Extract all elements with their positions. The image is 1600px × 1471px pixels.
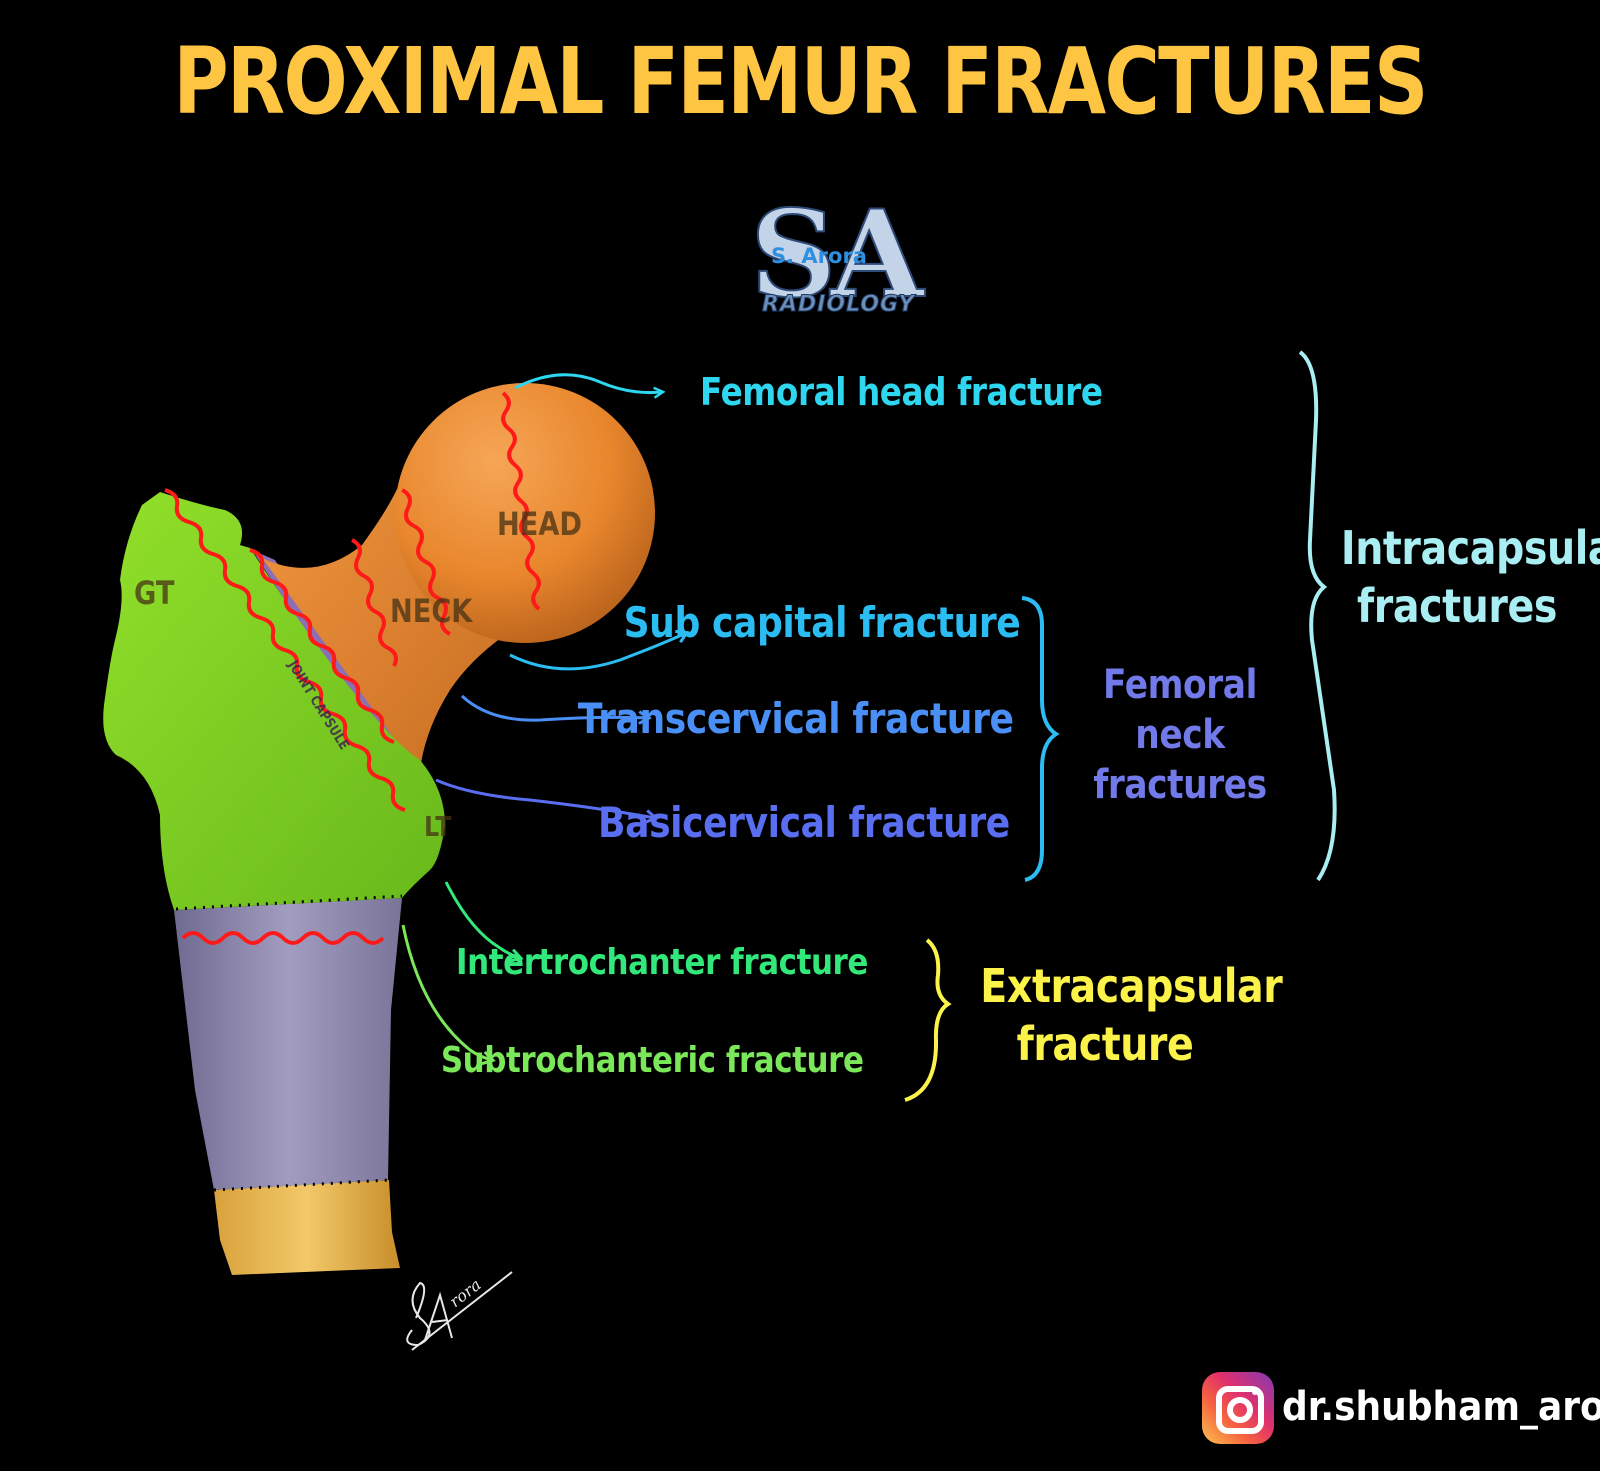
- subtrochanteric-fracture-line: [181, 931, 385, 945]
- head-label: HEAD: [497, 505, 582, 543]
- gt-label: GT: [134, 574, 175, 612]
- instagram-handle[interactable]: dr.shubham_arora: [1282, 1384, 1600, 1430]
- sub-capital-fracture-line: [401, 488, 451, 636]
- femoral-head-fracture-line: [501, 391, 541, 611]
- intracapsular-group-line2: fractures: [1357, 578, 1557, 633]
- basicervical-fracture-label: Basicervical fracture: [598, 798, 1010, 847]
- logo-subtitle: RADIOLOGY: [761, 292, 916, 318]
- transcervical-fracture-line: [351, 538, 398, 667]
- instagram-icon[interactable]: [1202, 1372, 1274, 1444]
- femoral-neck-brace: [1021, 596, 1060, 882]
- subtrochanteric-fracture-label: Subtrochanteric fracture: [441, 1040, 864, 1081]
- femoral-neck-group-line2: fractures: [1093, 762, 1267, 808]
- intertrochanter-arrow: [444, 881, 520, 958]
- extracapsular-group-label: Extracapsular fracture: [980, 958, 1283, 1073]
- femoral-head-arrow: [514, 373, 662, 393]
- intertrochanteric-boundary: [175, 894, 403, 911]
- intracapsular-brace: [1298, 350, 1337, 882]
- extracapsular-brace: [904, 938, 952, 1102]
- sub-capital-arrow: [509, 633, 686, 671]
- page-title: PROXIMAL FEMUR FRACTURES: [173, 28, 1428, 135]
- intracapsular-group-line1: Intracapsular: [1340, 521, 1600, 575]
- transcervical-arrow: [460, 694, 648, 720]
- fracture-lines: [164, 391, 541, 945]
- logo-initials: SA: [749, 183, 925, 326]
- signature-text: rora: [446, 1275, 485, 1311]
- neck-label: NECK: [390, 592, 473, 630]
- femoral-neck-group-label: Femoral neck fractures: [1077, 660, 1283, 810]
- lt-label: LT: [424, 810, 452, 843]
- basicervical-arrow: [435, 778, 655, 818]
- transcervical-fracture-label: Transcervical fracture: [578, 694, 1014, 743]
- shaft-region: [174, 898, 402, 1190]
- basicervical-fracture-line: [164, 488, 406, 812]
- extracapsular-group-line1: Extracapsular: [980, 959, 1283, 1013]
- intertrochanter-fracture-label: Intertrochanter fracture: [456, 942, 868, 983]
- intracapsular-group-label: Intracapsular fractures: [1340, 520, 1600, 635]
- femoral-head-fracture-label: Femoral head fracture: [700, 370, 1103, 414]
- capsule-edge-fracture-line: [249, 548, 395, 744]
- extracapsular-group-line2: fracture: [1016, 1016, 1194, 1071]
- femoral-neck-group-line1: Femoral neck: [1103, 662, 1257, 758]
- artist-signature: [406, 1271, 513, 1351]
- subtrochanteric-arrow: [401, 924, 492, 1060]
- logo-name: S. Arora: [771, 244, 867, 268]
- trochanter-region: [103, 492, 445, 910]
- sub-capital-fracture-label: Sub capital fracture: [623, 598, 1020, 647]
- shaft-end: [214, 1180, 400, 1275]
